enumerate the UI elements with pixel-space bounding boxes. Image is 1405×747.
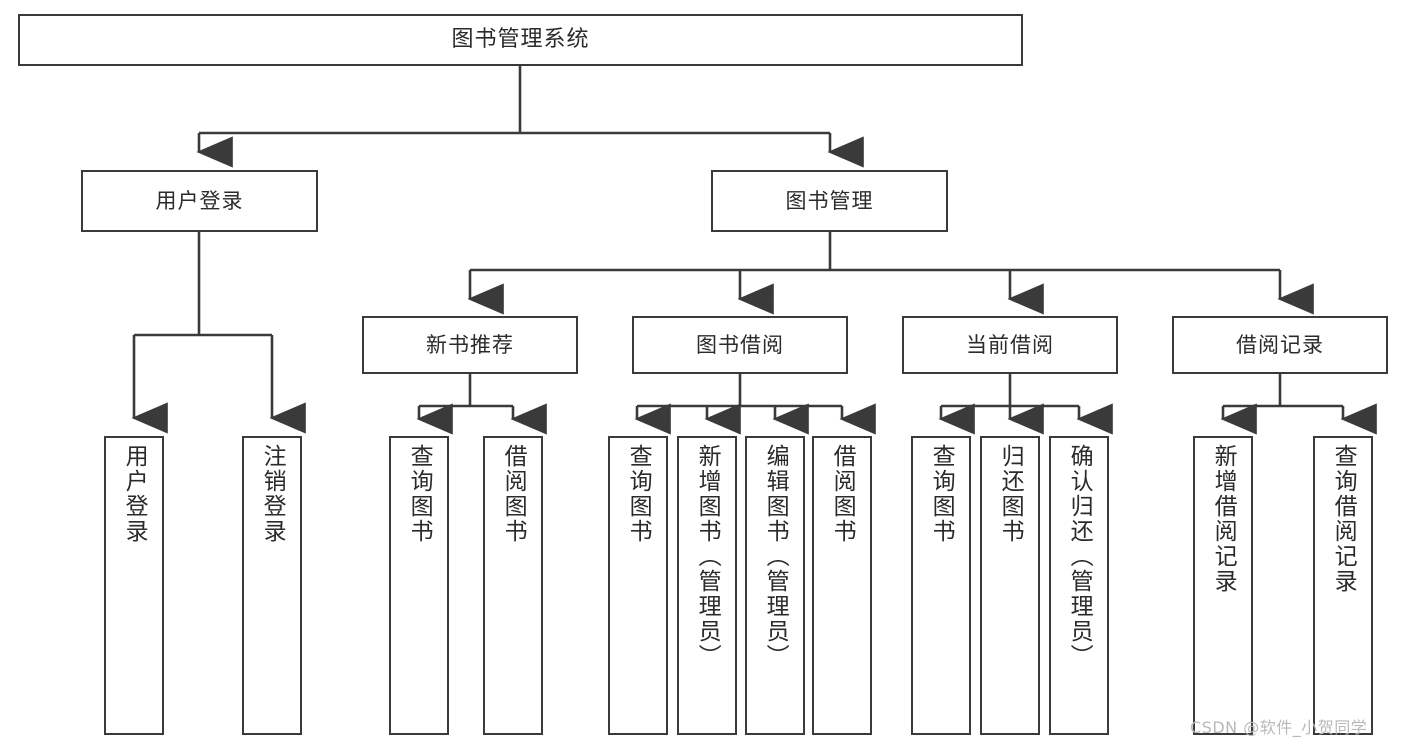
node-label: 编辑图书（管理员） bbox=[762, 444, 789, 669]
node-root-system[interactable]: 图书管理系统 bbox=[18, 14, 1023, 66]
leaf-user-login-signin[interactable]: 用户登录 bbox=[104, 436, 164, 735]
node-label: 图书借阅 bbox=[696, 332, 784, 357]
node-book-management[interactable]: 图书管理 bbox=[711, 170, 948, 232]
node-label: 新增借阅记录 bbox=[1210, 444, 1237, 594]
leaf-book-borrow-borrow[interactable]: 借阅图书 bbox=[812, 436, 872, 735]
node-label: 归还图书 bbox=[997, 444, 1024, 544]
node-label: 当前借阅 bbox=[966, 332, 1054, 357]
node-label: 图书管理系统 bbox=[451, 27, 590, 53]
node-label: 查询图书 bbox=[928, 444, 955, 544]
leaf-borrow-record-add[interactable]: 新增借阅记录 bbox=[1193, 436, 1253, 735]
node-current-borrowing[interactable]: 当前借阅 bbox=[902, 316, 1118, 374]
node-book-borrowing[interactable]: 图书借阅 bbox=[632, 316, 848, 374]
node-label: 查询图书 bbox=[625, 444, 652, 544]
leaf-current-borrow-return[interactable]: 归还图书 bbox=[980, 436, 1040, 735]
leaf-book-borrow-edit[interactable]: 编辑图书（管理员） bbox=[745, 436, 805, 735]
node-label: 借阅记录 bbox=[1236, 332, 1324, 357]
node-user-login[interactable]: 用户登录 bbox=[81, 170, 318, 232]
node-label: 新增图书（管理员） bbox=[694, 444, 721, 669]
node-label: 确认归还（管理员） bbox=[1066, 444, 1093, 669]
node-label: 借阅图书 bbox=[500, 444, 527, 544]
node-label: 用户登录 bbox=[155, 188, 244, 213]
node-new-book-recommendation[interactable]: 新书推荐 bbox=[362, 316, 578, 374]
node-label: 用户登录 bbox=[121, 444, 148, 544]
node-label: 新书推荐 bbox=[426, 332, 514, 357]
leaf-borrow-record-query[interactable]: 查询借阅记录 bbox=[1313, 436, 1373, 735]
leaf-current-borrow-query[interactable]: 查询图书 bbox=[911, 436, 971, 735]
leaf-current-borrow-confirm-return[interactable]: 确认归还（管理员） bbox=[1049, 436, 1109, 735]
leaf-user-login-signout[interactable]: 注销登录 bbox=[242, 436, 302, 735]
node-label: 图书管理 bbox=[785, 188, 874, 213]
leaf-new-book-borrow[interactable]: 借阅图书 bbox=[483, 436, 543, 735]
leaf-book-borrow-add[interactable]: 新增图书（管理员） bbox=[677, 436, 737, 735]
leaf-book-borrow-query[interactable]: 查询图书 bbox=[608, 436, 668, 735]
node-borrow-records[interactable]: 借阅记录 bbox=[1172, 316, 1388, 374]
node-label: 注销登录 bbox=[259, 444, 286, 544]
node-label: 查询图书 bbox=[406, 444, 433, 544]
node-label: 查询借阅记录 bbox=[1330, 444, 1357, 594]
leaf-new-book-query[interactable]: 查询图书 bbox=[389, 436, 449, 735]
node-label: 借阅图书 bbox=[829, 444, 856, 544]
watermark-text: CSDN @软件_小贺同学 bbox=[1190, 718, 1368, 737]
